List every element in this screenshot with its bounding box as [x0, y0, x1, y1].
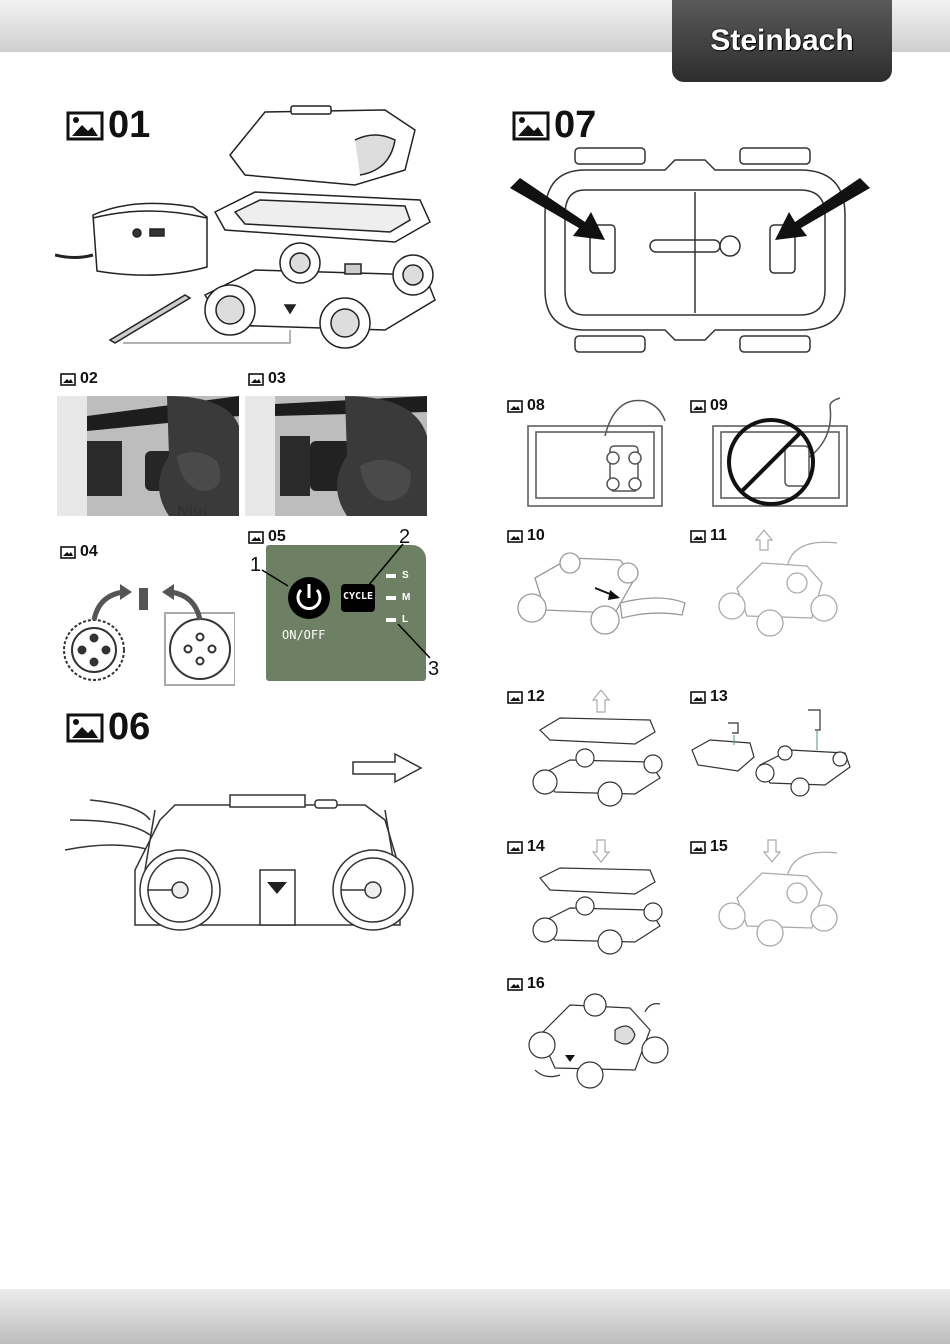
- figure-label-03: 03: [248, 370, 286, 388]
- figure-label-10: 10: [507, 527, 545, 545]
- figure-16-illustration: [520, 990, 670, 1090]
- image-icon: [512, 111, 550, 141]
- image-icon: [690, 841, 706, 854]
- image-icon: [507, 530, 523, 543]
- figure-05-control-panel: 1 2 3 ON/OFF CYCLE S M L: [248, 528, 448, 690]
- footer-bar: [0, 1289, 950, 1344]
- power-icon: [288, 577, 330, 619]
- arrow-right-icon: [353, 754, 421, 782]
- arrow-up-icon: [593, 690, 609, 712]
- figure-02-photo: Niuj: [57, 396, 239, 516]
- arrow-right-icon: [94, 584, 132, 620]
- figure-03-photo: [245, 396, 427, 516]
- figure-01-illustration: [55, 100, 475, 355]
- figure-label-02: 02: [60, 370, 98, 388]
- image-icon: [60, 546, 76, 559]
- figure-13-illustration: [690, 695, 855, 800]
- image-icon: [690, 530, 706, 543]
- image-icon: [248, 373, 264, 386]
- photo-label: Niuj: [177, 503, 207, 516]
- power-label: ON/OFF: [282, 628, 325, 642]
- figure-label-06: 06: [66, 706, 150, 749]
- image-icon: [507, 691, 523, 704]
- brand-badge: Steinbach: [672, 0, 892, 82]
- figure-09-illustration: [705, 396, 855, 508]
- arrow-down-icon: [764, 840, 780, 862]
- mode-m: M: [402, 592, 410, 603]
- figure-07-illustration: [505, 140, 875, 360]
- callout-2: 2: [399, 528, 410, 549]
- callout-3: 3: [428, 658, 439, 681]
- image-icon: [507, 841, 523, 854]
- figure-11-illustration: [712, 528, 842, 643]
- figure-04-illustration: [60, 578, 235, 688]
- figure-10-illustration: [510, 548, 690, 638]
- image-icon: [690, 400, 706, 413]
- figure-08-illustration: [520, 396, 670, 508]
- image-icon: [507, 978, 523, 991]
- mode-s: S: [402, 570, 409, 581]
- figure-14-illustration: [525, 838, 670, 956]
- figure-06-illustration: [55, 750, 435, 935]
- cycle-label: CYCLE: [342, 591, 374, 602]
- image-icon: [66, 713, 104, 743]
- mode-l: L: [402, 614, 408, 625]
- arrow-up-icon: [756, 530, 772, 550]
- figure-15-illustration: [712, 838, 842, 953]
- brand-name: Steinbach: [710, 24, 853, 58]
- figure-label-04: 04: [60, 543, 98, 561]
- figure-12-illustration: [525, 690, 670, 808]
- image-icon: [60, 373, 76, 386]
- arrow-down-icon: [593, 840, 609, 862]
- callout-1: 1: [250, 554, 261, 577]
